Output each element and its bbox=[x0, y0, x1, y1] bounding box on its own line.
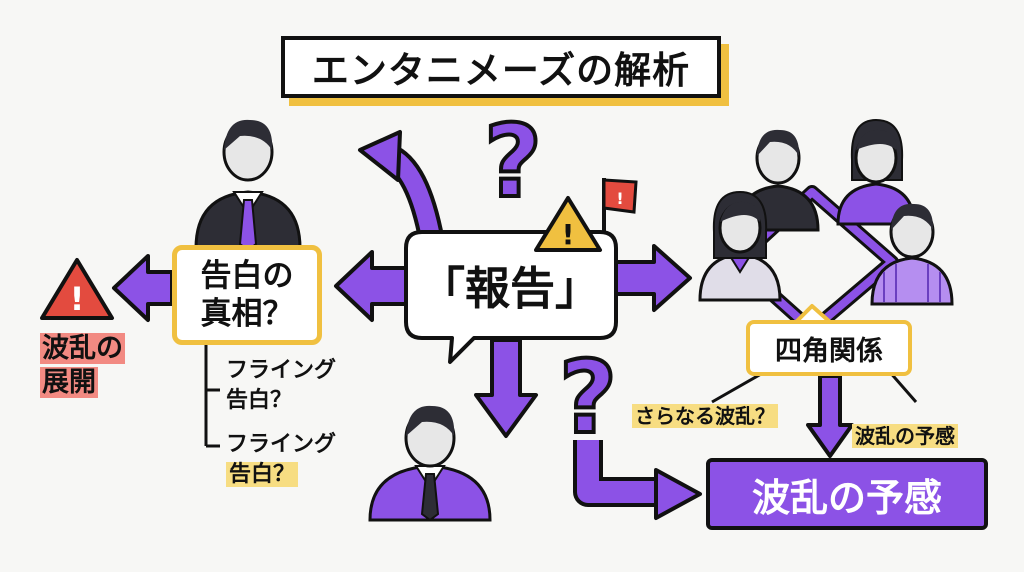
person-icon bbox=[368, 405, 492, 522]
branch-lines bbox=[204, 345, 220, 448]
arrow-center-to-right bbox=[610, 244, 692, 312]
branch-line-2: 告白？ bbox=[226, 462, 299, 487]
arrow-center-to-left bbox=[334, 250, 412, 322]
confession-line-2: 真相？ bbox=[200, 296, 294, 332]
outcome-line-1: 波乱の bbox=[40, 333, 125, 364]
branch-line-1: フライング bbox=[226, 432, 337, 457]
arrow-to-result bbox=[573, 440, 702, 520]
branch-item: フライング 告白？ bbox=[226, 356, 336, 416]
confession-line-1: 告白の bbox=[200, 258, 294, 294]
svg-text:!: ! bbox=[70, 280, 85, 318]
quad-relationship-label: 四角関係 bbox=[775, 335, 883, 367]
report-label: 「報告」 bbox=[420, 262, 601, 315]
title-banner: エンタニメーズの解析 bbox=[281, 36, 721, 98]
note-left: さらなる波乱？ bbox=[632, 400, 778, 429]
note-right-text: 波乱の予感 bbox=[852, 424, 958, 448]
flag-icon: ! bbox=[602, 178, 638, 234]
person-icon bbox=[698, 190, 782, 302]
question-mark-icon: ? bbox=[559, 339, 617, 456]
person-icon bbox=[194, 119, 302, 252]
confession-box: 告白の 真相？ bbox=[172, 245, 322, 345]
quad-relationship-box: 四角関係 bbox=[746, 320, 912, 376]
outcome-label: 波乱の 展開 bbox=[40, 332, 125, 400]
page-title: エンタニメーズの解析 bbox=[311, 49, 691, 92]
svg-text:!: ! bbox=[562, 218, 575, 251]
person-icon bbox=[870, 203, 954, 306]
outcome-line-2: 展開 bbox=[40, 367, 98, 398]
speech-bubble bbox=[404, 230, 618, 364]
branch-line-1: フライング bbox=[226, 358, 337, 383]
svg-text:!: ! bbox=[616, 189, 623, 208]
warning-icon: ! bbox=[534, 196, 602, 252]
arrow-quad-to-result bbox=[806, 374, 854, 458]
result-label: 波乱の予感 bbox=[751, 475, 942, 520]
warning-icon: ! bbox=[40, 258, 114, 320]
branch-item: フライング 告白？ bbox=[226, 430, 336, 490]
note-left-text: さらなる波乱？ bbox=[632, 404, 778, 428]
branch-line-2: 告白？ bbox=[226, 388, 293, 413]
result-box: 波乱の予感 bbox=[706, 458, 988, 530]
arrow-center-down bbox=[474, 338, 538, 438]
note-right: 波乱の予感 bbox=[852, 420, 958, 449]
arrow-left-to-outcome bbox=[112, 254, 174, 322]
question-mark-icon: ? bbox=[484, 103, 542, 220]
